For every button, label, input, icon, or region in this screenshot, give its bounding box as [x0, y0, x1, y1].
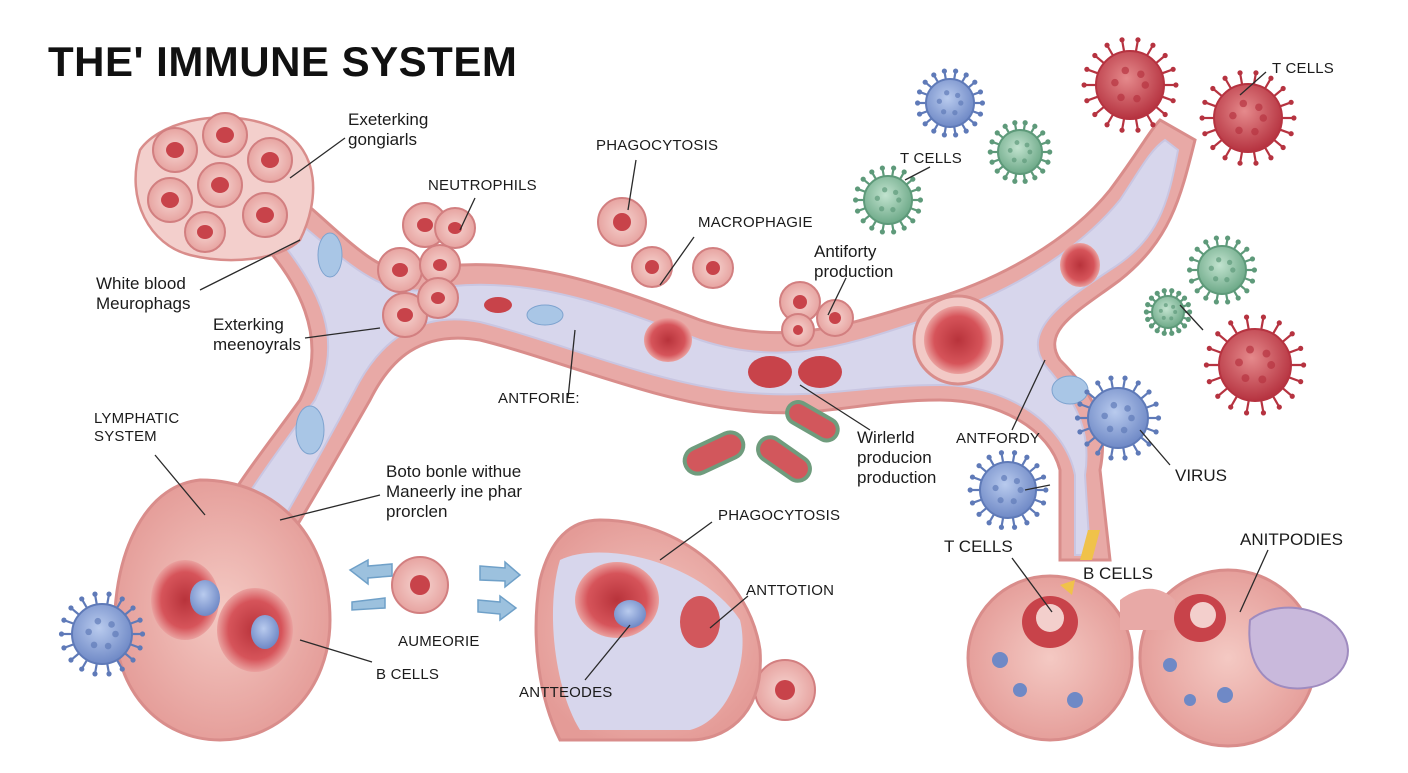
dendritic-cell-left: [58, 591, 146, 677]
label-virus: VIRUS: [1175, 466, 1227, 485]
label-t-cells-top-right: T CELLS: [1272, 60, 1334, 77]
label-phagocytosis-top: PHAGOCYTOSIS: [596, 137, 719, 154]
label-boto-bonle: Boto bonle withue Maneerly ine phar pror…: [386, 462, 523, 522]
label-lymphatic-system: LYMPHATIC SYSTEM: [94, 410, 180, 445]
bacteria: [682, 400, 840, 483]
label-exterking-meenogals: Exterking meenoyrals: [213, 315, 301, 355]
label-t-cells-bottom: T CELLS: [944, 537, 1013, 556]
t-cell-green-top: [987, 120, 1053, 184]
t-cell-green-mid: [853, 165, 924, 235]
label-wirlerld-production: Wirlerld producion production: [857, 428, 937, 488]
label-phagocytosis-bottom: PHAGOCYTOSIS: [718, 507, 841, 524]
label-neutrophils: NEUTROPHILS: [428, 177, 537, 194]
t-cell-blue-bottom: [967, 450, 1049, 530]
yellow-arrows: [1060, 530, 1100, 595]
virus-top-right-2: [1199, 70, 1297, 166]
lymph-node-right-pair: [966, 568, 1349, 748]
label-antteodes: ANTTEODES: [519, 684, 613, 701]
cell-cluster-top-left: [134, 112, 315, 262]
virus-top-right-1: [1081, 37, 1179, 133]
floating-cell-nuclei: [410, 213, 841, 700]
neutrophil-nuclei: [392, 218, 462, 322]
label-antforie: ANTFORIE:: [498, 390, 580, 407]
label-exterking-gongiarls: Exeterking gongiarls: [348, 110, 429, 150]
label-macrophagie: MACROPHAGIE: [698, 214, 813, 231]
label-aumeorie: AUMEORIE: [398, 633, 480, 650]
flow-arrows: [348, 558, 522, 622]
virus-group: [58, 37, 1307, 677]
label-b-cells-left: B CELLS: [376, 666, 440, 683]
lymph-node-left: [113, 478, 332, 742]
label-antotion: ANTTOTION: [746, 582, 835, 599]
vessel-cells: [295, 232, 1100, 455]
lymph-node-middle: [534, 518, 762, 742]
label-antipodies: ANITPODIES: [1240, 530, 1343, 549]
label-t-cells-mid: T CELLS: [900, 150, 962, 167]
t-cell-green-right: [1187, 235, 1257, 305]
label-antifority-production: Antiforty production: [814, 242, 894, 282]
t-cell-green-small: [1143, 288, 1193, 336]
virus-blue-main: [1074, 375, 1162, 461]
virus-right: [1203, 314, 1307, 416]
label-white-blood: White blood Meurophags: [96, 274, 191, 314]
diagram-title: THE' IMMUNE SYSTEM: [48, 38, 518, 85]
leader-lines: [154, 71, 1269, 681]
label-antfordy: ANTFORDY: [956, 430, 1041, 447]
label-b-cells-right: B CELLS: [1083, 564, 1153, 583]
t-cell-blue-top: [915, 68, 986, 138]
